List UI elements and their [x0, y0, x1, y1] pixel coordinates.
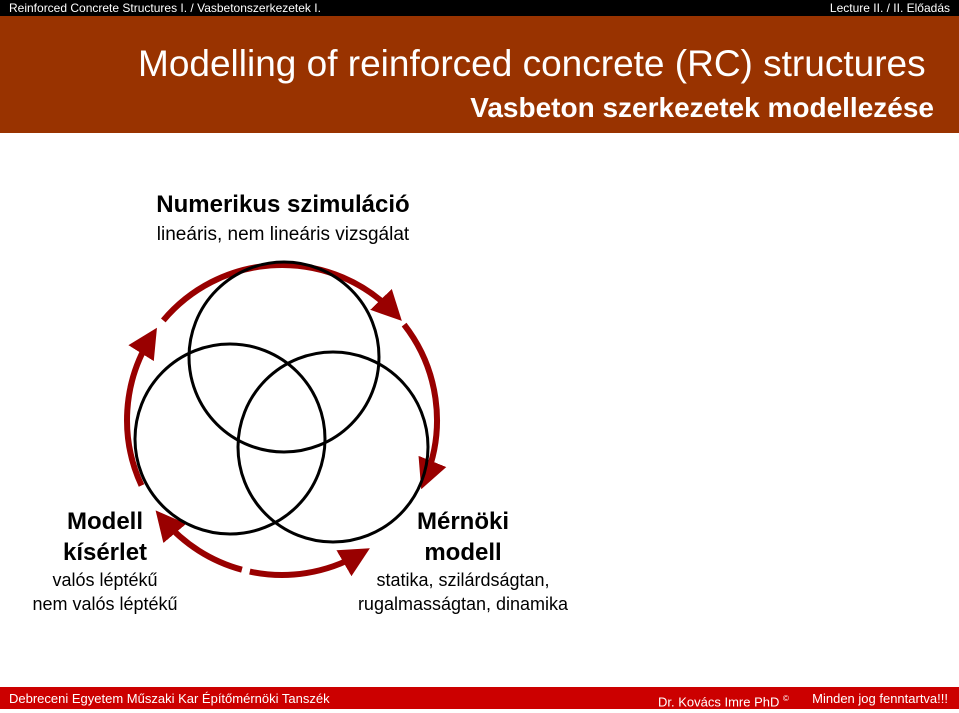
engineering-model-sub-line1: statika, szilárdságtan, [376, 570, 550, 590]
cycle-arrows [124, 262, 447, 578]
cycle-arrow-top [161, 262, 402, 323]
course-title: Reinforced Concrete Structures I. / Vasb… [9, 1, 321, 15]
cycle-arrow-left [124, 327, 157, 487]
model-experiment-title: Modell kísérlet [20, 506, 190, 568]
model-experiment-subtitle: valós léptékű nem valós léptékű [5, 568, 205, 616]
cycle-arrow-bottom-right [249, 548, 370, 578]
venn-circle-right [236, 350, 430, 544]
engineering-model-sub-line2: rugalmasságtan, dinamika [357, 594, 569, 614]
slide-header: Modelling of reinforced concrete (RC) st… [0, 16, 959, 133]
author-label: Dr. Kovács Imre PhD © [658, 688, 789, 713]
numerical-simulation-title: Numerikus szimuláció [156, 191, 410, 218]
slide-subtitle: Vasbeton szerkezetek modellezése [470, 92, 934, 123]
author-name: Dr. Kovács Imre PhD [658, 694, 780, 710]
engineering-model-title: Mérnöki modell [370, 506, 556, 568]
slide-title: Modelling of reinforced concrete (RC) st… [138, 43, 926, 84]
model-experiment-title-line1: Modell [67, 508, 143, 535]
model-experiment-title-line2: kísérlet [62, 539, 148, 566]
top-bar: Reinforced Concrete Structures I. / Vasb… [0, 0, 959, 16]
venn-circle-top [187, 260, 381, 454]
footer-bar: Debreceni Egyetem Műszaki Kar Építőmérnö… [0, 687, 959, 709]
engineering-model-subtitle: statika, szilárdságtan, rugalmasságtan, … [325, 568, 601, 616]
copyright-mark: © [783, 694, 789, 703]
institution-label: Debreceni Egyetem Műszaki Kar Építőmérnö… [9, 691, 330, 706]
lecture-label: Lecture II. / II. Előadás [829, 1, 950, 15]
rights-label: Minden jog fenntartva!!! [812, 691, 948, 706]
model-experiment-sub-line1: valós léptékű [52, 570, 158, 590]
engineering-model-title-line1: Mérnöki [416, 508, 509, 535]
model-experiment-sub-line2: nem valós léptékű [32, 594, 178, 614]
numerical-simulation-subtitle: lineáris, nem lineáris vizsgálat [156, 224, 410, 245]
venn-circle-left [133, 342, 327, 536]
cycle-arrow-bottom-left [155, 510, 243, 573]
engineering-model-title-line2: modell [424, 539, 502, 566]
cycle-arrow-top-right [401, 322, 447, 490]
